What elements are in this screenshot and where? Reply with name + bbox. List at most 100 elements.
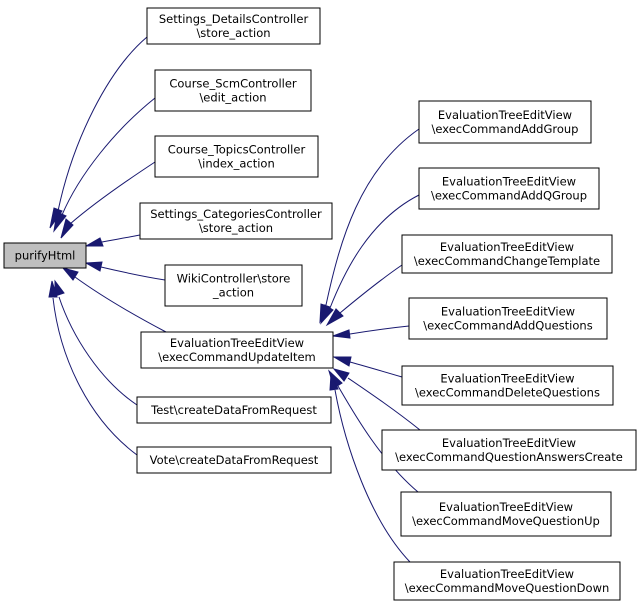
node-label-line: EvaluationTreeEditView [439,500,573,514]
node-label-line: EvaluationTreeEditView [440,240,574,254]
arrow-head-icon [84,261,103,272]
edge-update_item-to-purifyHtml [61,267,167,333]
node-label-line: \execCommandUpdateItem [158,350,316,364]
node-label-line: \edit_action [199,91,266,105]
edge-line [325,128,420,306]
node-label-line: Settings_DetailsController [159,12,309,26]
arrow-head-icon [53,211,67,233]
node-label-line: Test\createDataFromRequest [150,403,317,417]
edge-add_qgroup-to-update_item [320,194,420,325]
arrow-head-icon [54,279,65,297]
node-test-create[interactable]: Test\createDataFromRequest [136,396,332,424]
node-box [418,167,600,210]
node-label-line: EvaluationTreeEditView [440,567,574,581]
arrow-head-icon [61,267,79,281]
node-label-line: \execCommandAddQGroup [431,189,587,203]
node-wiki-store[interactable]: WikiController\store_action [164,264,303,307]
edge-settings_categories-to-purifyHtml [84,234,141,247]
node-label-line: _action [212,286,254,300]
node-box [393,561,621,601]
node-box [154,135,319,178]
edge-add_group-to-update_item [319,128,420,324]
arrow-head-icon [60,218,74,239]
edge-line [101,234,141,243]
node-label-line: WikiController\store [177,272,291,286]
edge-move_down-to-update_item [329,373,411,563]
edge-line [349,361,403,378]
arrow-head-icon [332,329,351,339]
edge-line [69,161,156,225]
arrow-head-icon [332,368,350,382]
node-answers-create[interactable]: EvaluationTreeEditView\execCommandQuesti… [381,429,637,471]
node-label-line: Course_ScmController [169,77,297,91]
node-settings-details[interactable]: Settings_DetailsController\store_action [146,7,321,45]
node-label-line: \execCommandChangeTemplate [414,254,600,268]
node-box [3,242,87,269]
edge-line [52,297,138,456]
edge-settings_details-to-purifyHtml [49,36,148,229]
arrow-head-icon [84,237,104,247]
edge-line [339,264,403,314]
node-label-line: EvaluationTreeEditView [441,305,575,319]
node-box [140,331,334,369]
arrow-head-icon [332,356,352,367]
node-purifyHtml[interactable]: purifyHtml [3,242,87,269]
edge-course_topics-to-purifyHtml [60,161,156,239]
node-move-down[interactable]: EvaluationTreeEditView\execCommandMoveQu… [393,561,621,601]
arrow-head-icon [48,280,58,298]
arrow-head-icon [325,308,344,327]
node-label-line: purifyHtml [15,249,76,263]
node-add-group[interactable]: EvaluationTreeEditView\execCommandAddGro… [418,100,592,144]
node-box [136,446,332,474]
edge-line [100,266,166,281]
node-label-line: EvaluationTreeEditView [440,372,574,386]
edge-vote_create-to-purifyHtml [48,280,138,456]
node-label-line: Settings_CategoriesController [150,207,322,221]
edge-add_questions-to-update_item [332,325,410,339]
node-box [400,491,612,537]
node-label-line: \execCommandAddQuestions [423,319,592,333]
node-label-line: \execCommandDeleteQuestions [415,386,600,400]
node-box [408,297,608,340]
edge-line [347,377,421,431]
edge-line [57,36,148,212]
edge-test_create-to-purifyHtml [54,279,138,406]
node-box [136,396,332,424]
edge-change_template-to-update_item [325,264,403,327]
node-update-item[interactable]: EvaluationTreeEditView\execCommandUpdate… [140,331,334,369]
node-label-line: Vote\createDataFromRequest [150,453,319,467]
node-course-scm[interactable]: Course_ScmController\edit_action [154,69,312,112]
node-label-line: EvaluationTreeEditView [438,108,572,122]
node-label-line: Course_TopicsController [168,143,306,157]
nodes-layer: purifyHtml Settings_DetailsController\sto… [3,7,637,601]
node-course-topics[interactable]: Course_TopicsController\index_action [154,135,319,178]
edge-line [329,194,420,309]
node-box [154,69,312,112]
node-label-line: \execCommandAddGroup [432,122,579,136]
node-label-line: EvaluationTreeEditView [442,175,576,189]
edge-answers_create-to-update_item [332,368,421,431]
node-add-questions[interactable]: EvaluationTreeEditView\execCommandAddQue… [408,297,608,340]
node-settings-categories[interactable]: Settings_CategoriesController\store_acti… [139,202,333,240]
node-box [164,264,303,307]
node-add-qgroup[interactable]: EvaluationTreeEditView\execCommandAddQGr… [418,167,600,210]
node-box [418,100,592,144]
arrow-head-icon [320,304,334,325]
edge-line [61,97,156,216]
edge-line [349,325,410,335]
node-label-line: \execCommandMoveQuestionUp [412,514,600,528]
node-delete-questions[interactable]: EvaluationTreeEditView\execCommandDelete… [401,365,614,406]
node-vote-create[interactable]: Vote\createDataFromRequest [136,446,332,474]
edge-delete_questions-to-update_item [332,356,403,378]
node-change-template[interactable]: EvaluationTreeEditView\execCommandChange… [401,234,613,274]
edge-line [58,296,138,406]
node-label-line: \execCommandQuestionAnswersCreate [395,450,623,464]
node-box [401,234,613,274]
node-label-line: EvaluationTreeEditView [442,436,576,450]
node-box [401,365,614,406]
node-label-line: \index_action [198,157,275,171]
node-label-line: EvaluationTreeEditView [170,336,304,350]
node-label-line: \execCommandMoveQuestionDown [405,581,610,595]
node-move-up[interactable]: EvaluationTreeEditView\execCommandMoveQu… [400,491,612,537]
